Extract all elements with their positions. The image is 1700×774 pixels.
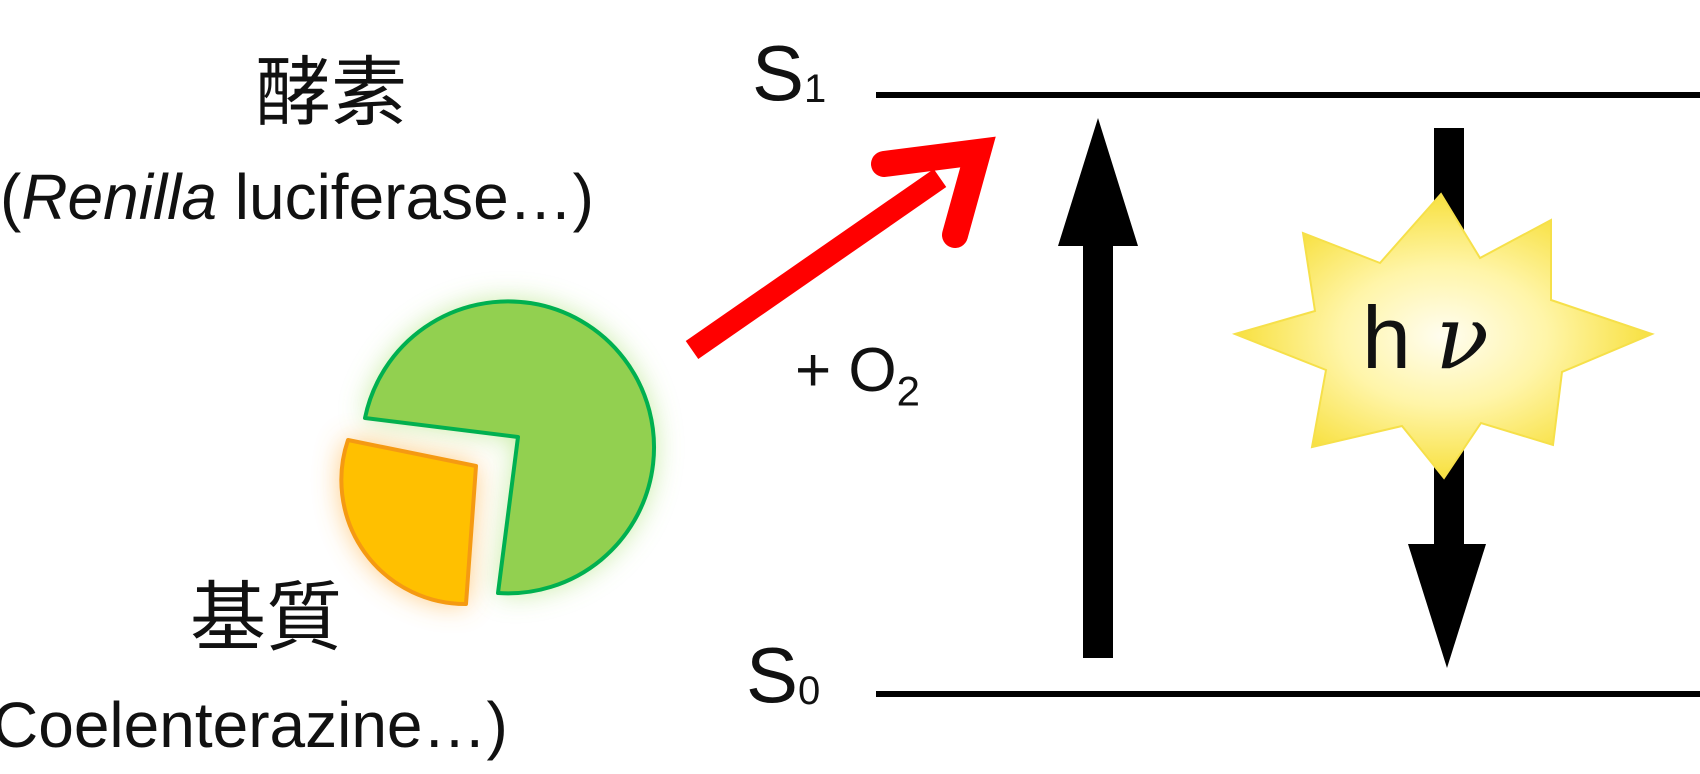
planck-h: h xyxy=(1362,288,1411,387)
substrate-title: 基質 xyxy=(190,573,342,662)
reaction-arrow xyxy=(685,136,996,360)
ground-state-label: S0 xyxy=(746,636,820,714)
excited-state-letter: S xyxy=(752,29,805,117)
enzyme-open-paren: ( xyxy=(0,161,22,233)
photon-energy-label: h ν xyxy=(1362,294,1489,382)
oxygen-prefix: + O xyxy=(795,336,897,405)
substrate-shape xyxy=(339,438,478,607)
oxygen-label: + O2 xyxy=(795,340,920,413)
ground-state-letter: S xyxy=(746,631,799,719)
excited-state-label: S1 xyxy=(752,34,826,112)
enzyme-shape xyxy=(363,299,657,596)
ground-state-index: 0 xyxy=(798,669,821,713)
oxygen-subscript: 2 xyxy=(896,367,921,415)
excitation-arrow xyxy=(1058,118,1138,658)
enzyme-examples: (Renilla luciferase…) xyxy=(0,165,594,229)
enzyme-title: 酵素 xyxy=(255,48,407,137)
enzyme-name-rest: luciferase…) xyxy=(216,161,594,233)
excited-state-index: 1 xyxy=(804,67,827,111)
light-burst-icon xyxy=(1231,192,1655,480)
substrate-examples: Coelenterazine…) xyxy=(0,689,508,761)
enzyme-name-italic: Renilla xyxy=(21,161,217,233)
frequency-nu: ν xyxy=(1435,286,1489,389)
